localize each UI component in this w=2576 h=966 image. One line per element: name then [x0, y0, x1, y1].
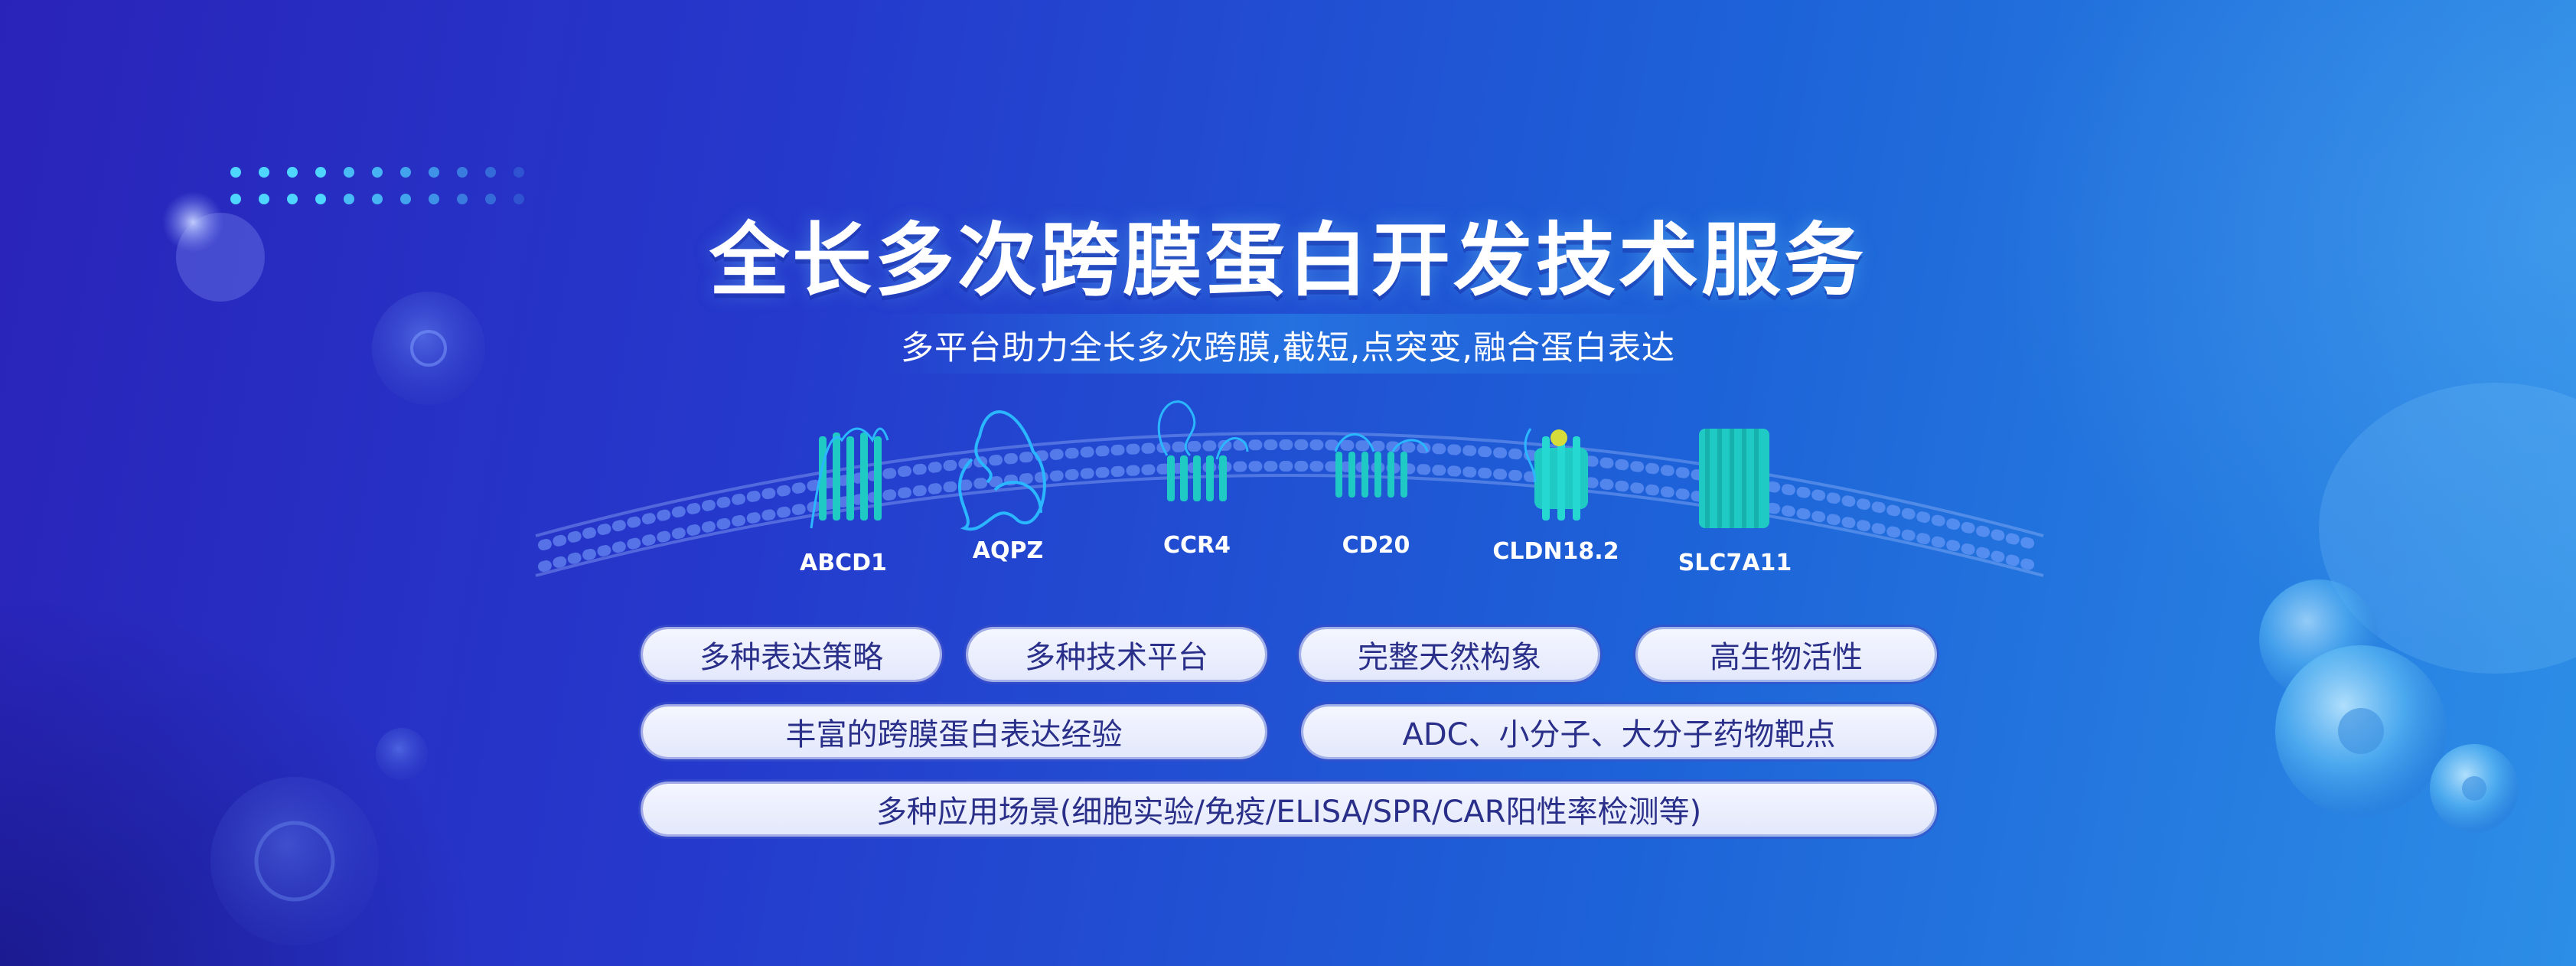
protein-label-ccr4: CCR4: [1162, 532, 1231, 559]
protein-aqpz: [958, 410, 1046, 531]
page-title: 全长多次跨膜蛋白开发技术服务: [709, 214, 1867, 307]
protein-cldn18-2: [1524, 428, 1588, 521]
feature-pill: 丰富的跨膜蛋白表达经验: [643, 707, 1265, 757]
protein-label-cldn18-2: CLDN18.2: [1492, 538, 1619, 565]
feature-pill: 完整天然构象: [1301, 629, 1598, 680]
feature-pill: 高生物活性: [1638, 629, 1935, 680]
protein-abcd1: [810, 427, 889, 529]
protein-label-slc7a11: SLC7A11: [1678, 550, 1792, 576]
protein-label-aqpz: AQPZ: [972, 537, 1044, 564]
protein-label-abcd1: ABCD1: [800, 550, 887, 576]
feature-pill: ADC、小分子、大分子药物靶点: [1303, 707, 1935, 757]
membrane-bilayer: [538, 439, 2041, 572]
feature-pill: 多种技术平台: [968, 629, 1265, 680]
protein-ccr4: [1157, 400, 1249, 501]
subtitle-highlight: [879, 314, 1705, 374]
protein-slc7a11: [1699, 429, 1769, 528]
feature-pill: 多种表达策略: [643, 629, 940, 680]
protein-cd20: [1334, 433, 1429, 498]
feature-pill: 多种应用场景(细胞实验/免疫/ELISA/SPR/CAR阳性率检测等): [643, 784, 1935, 834]
dot-grid: [230, 167, 524, 204]
protein-label-cd20: CD20: [1342, 532, 1410, 559]
page-subtitle: 多平台助力全长多次跨膜,截短,点突变,融合蛋白表达: [900, 329, 1675, 367]
